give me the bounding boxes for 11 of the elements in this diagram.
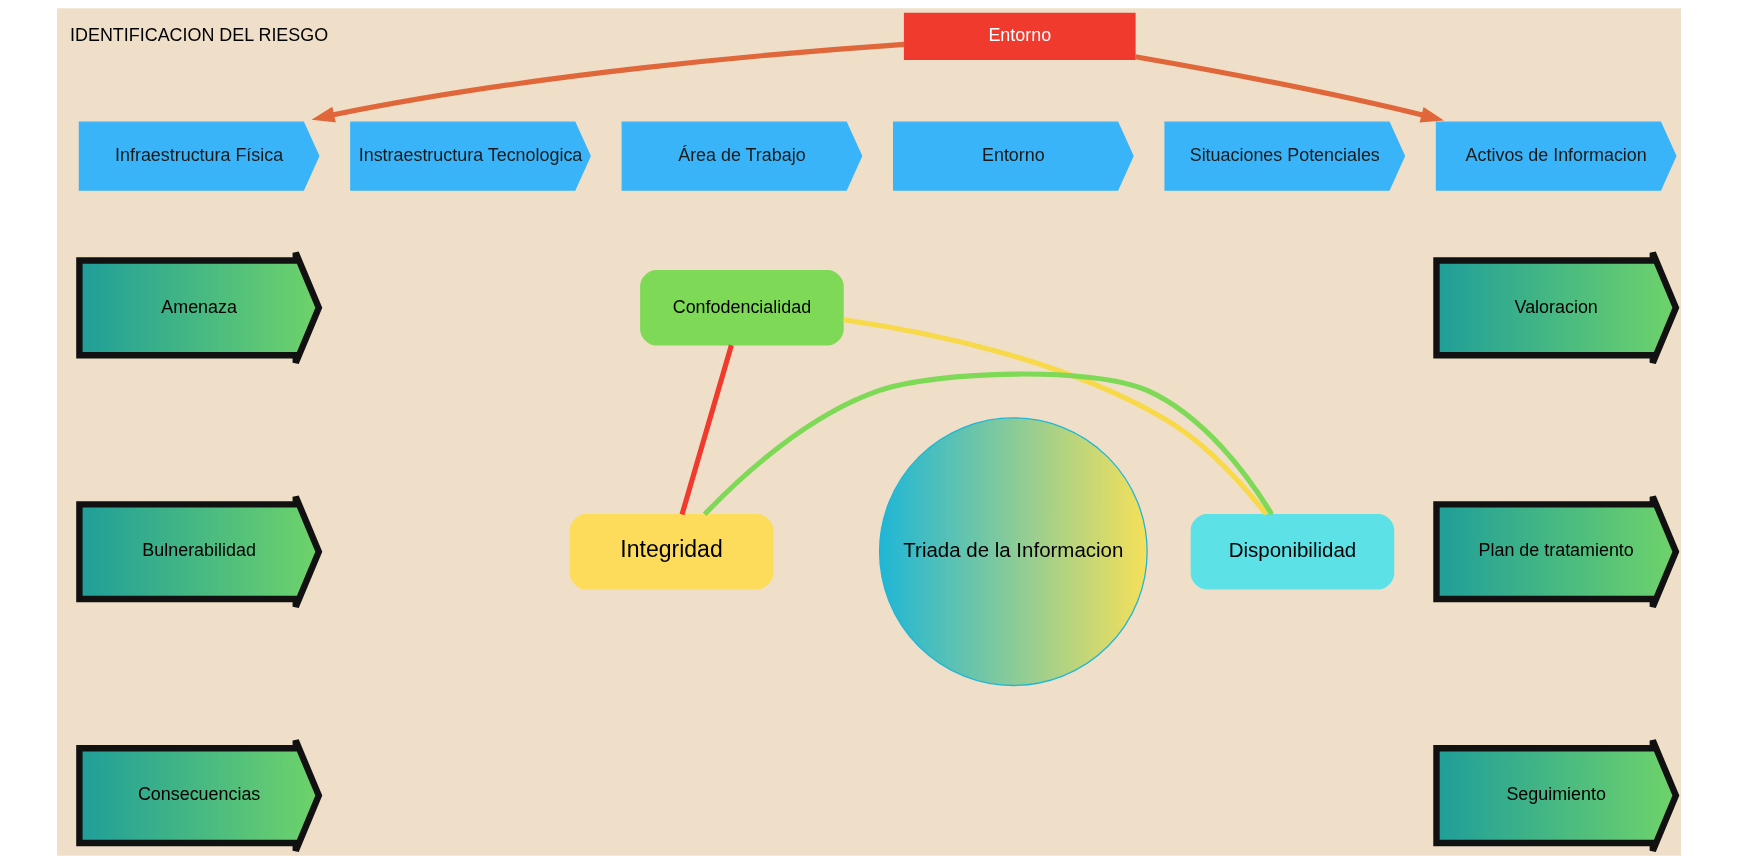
- connector: [702, 371, 1274, 517]
- node-box: Confodencialidad: [639, 270, 844, 346]
- label: IDENTIFICACION DEL RIESGO: [69, 25, 328, 46]
- node-box: Integridad: [569, 513, 773, 590]
- node-circle: Triada de la Informacion: [878, 417, 1148, 687]
- node-box: Entorno: [903, 12, 1136, 61]
- arrow: [1134, 54, 1444, 123]
- connector: [679, 344, 734, 516]
- node-box: Disponibilidad: [1190, 513, 1394, 590]
- arrow: [311, 41, 904, 123]
- connector: [842, 317, 1268, 516]
